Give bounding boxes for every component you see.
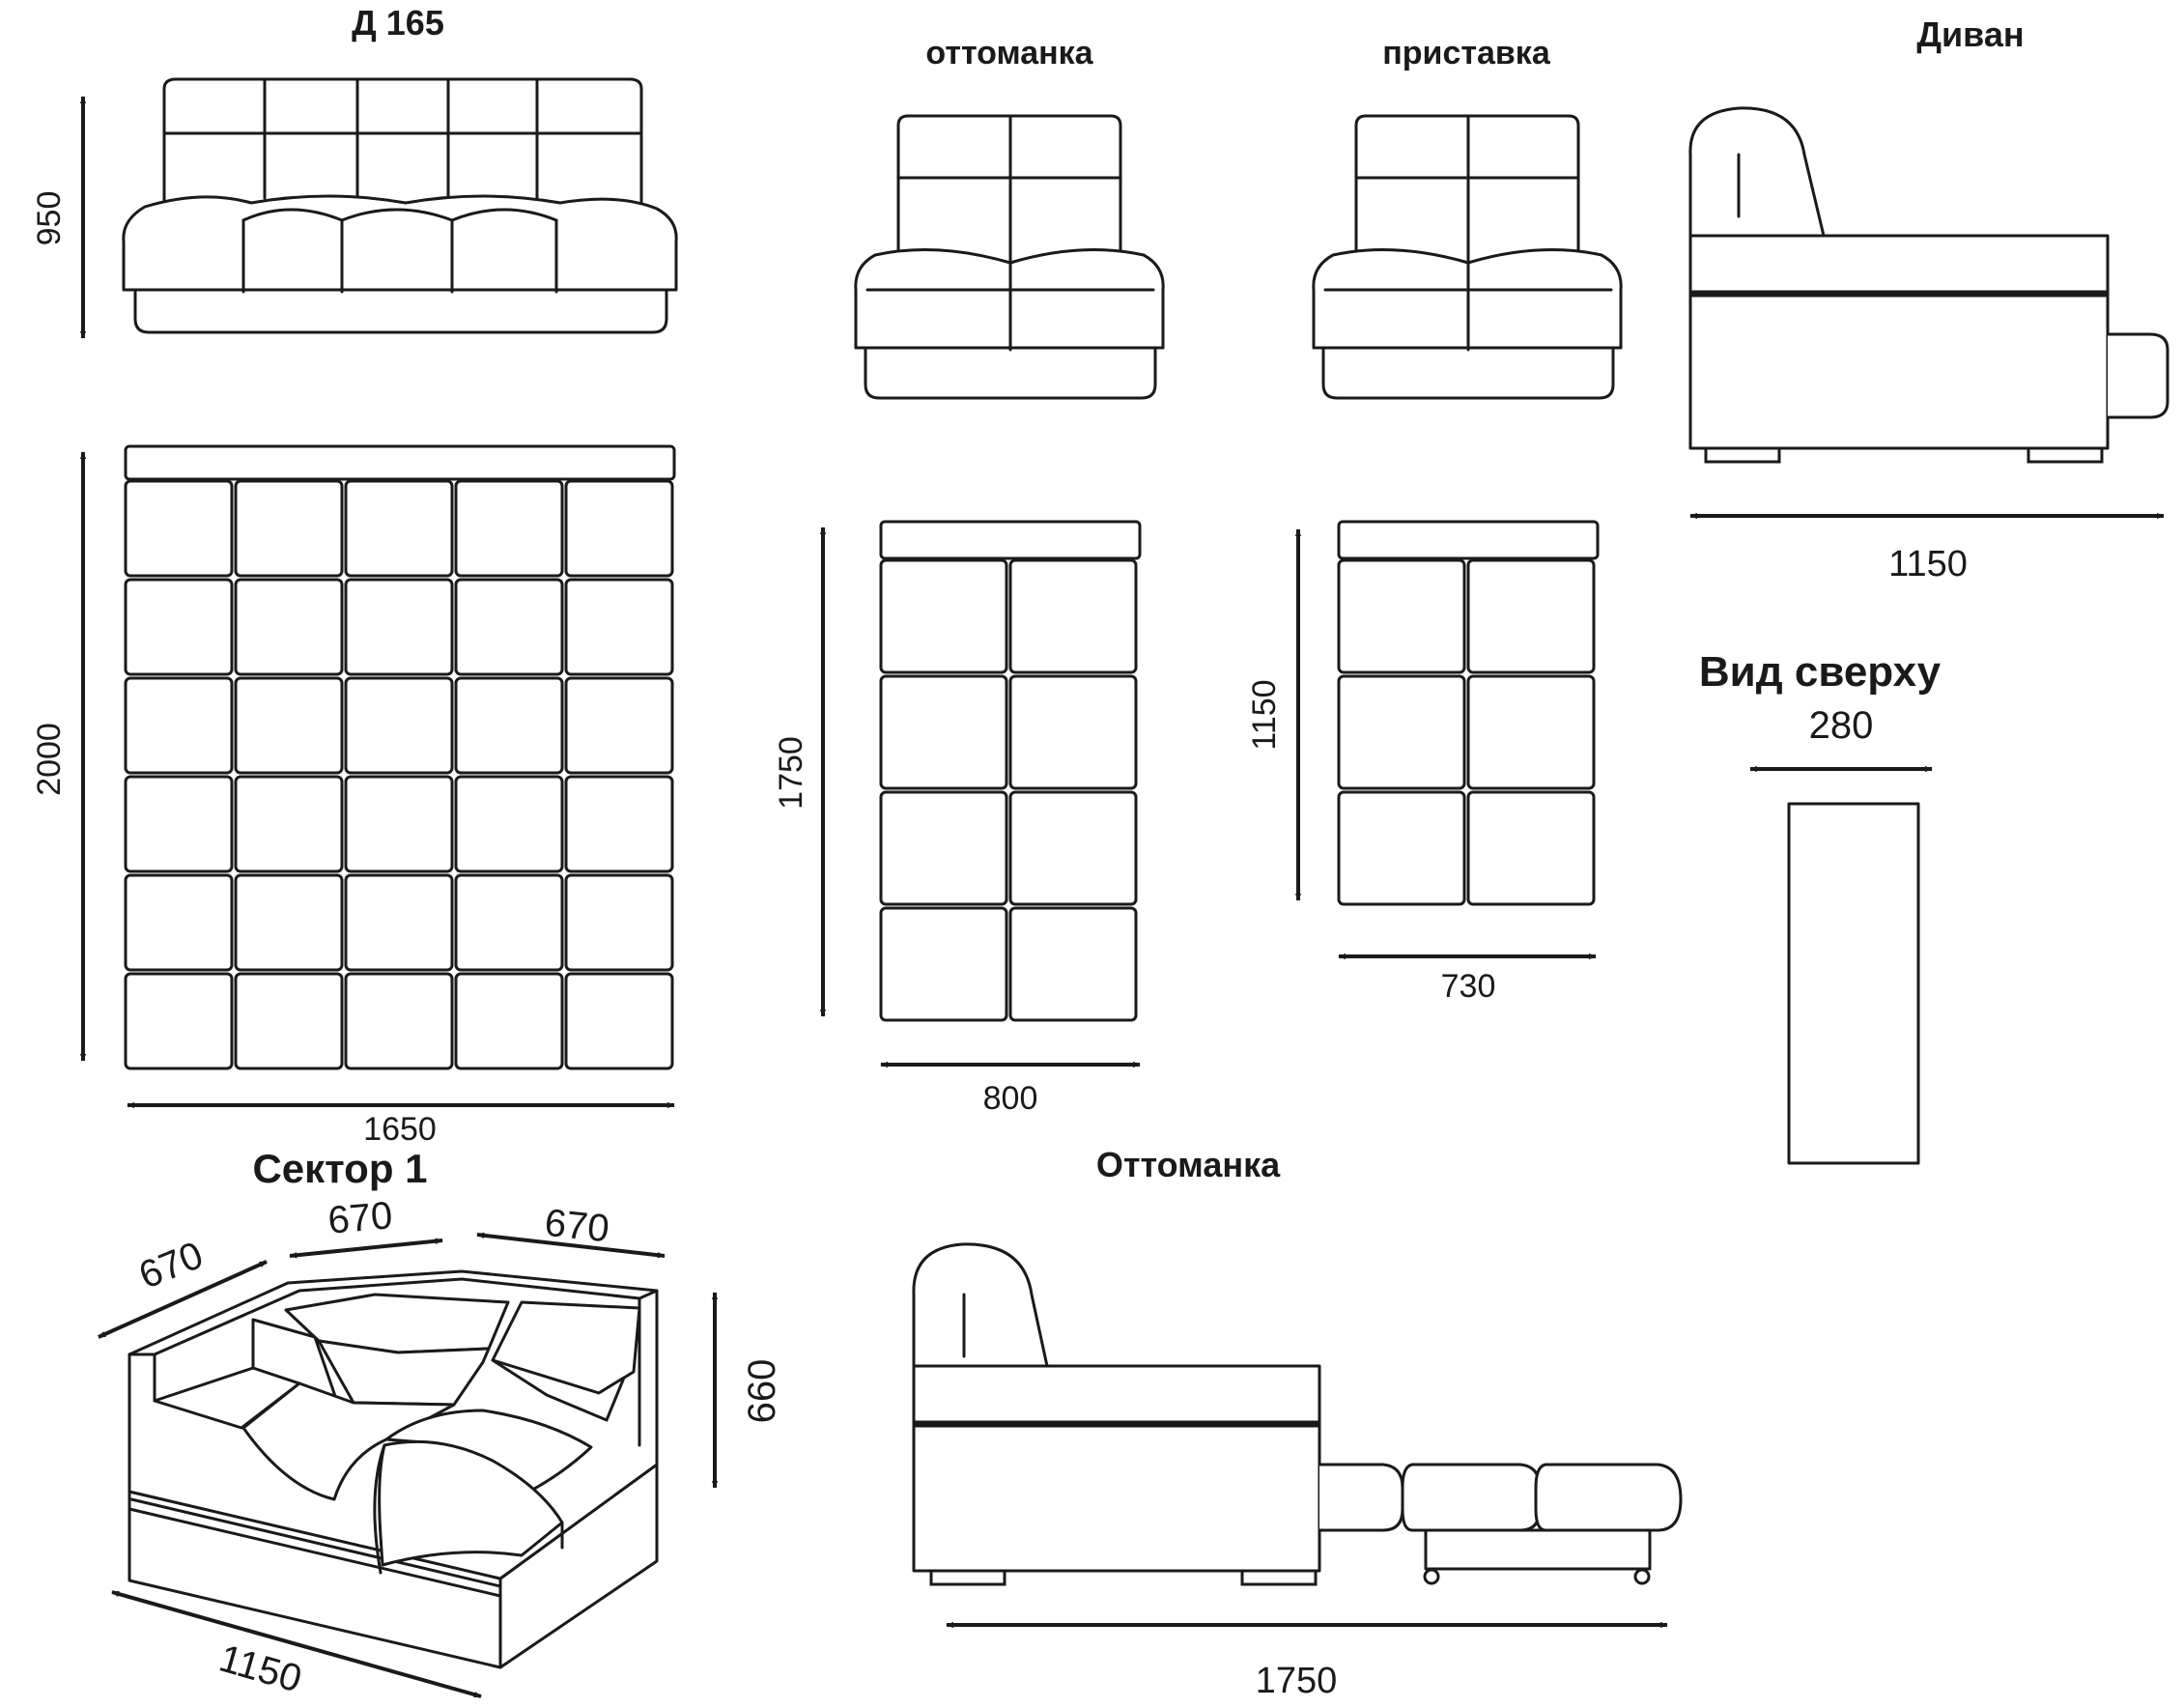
d165-cushion-cell xyxy=(454,578,564,676)
d165-cushion-cell xyxy=(234,873,344,972)
d165-cushion-cell xyxy=(454,972,564,1070)
sektor-label-d: 1150 xyxy=(214,1637,306,1701)
d165-cushion-cell xyxy=(124,972,234,1070)
pristavka-cushion-cell xyxy=(1337,674,1466,790)
d165-cushion-cell xyxy=(234,972,344,1070)
d165-width-label: 1650 xyxy=(363,1111,437,1148)
d165-cushion-cell xyxy=(234,578,344,676)
pristavka-top-view xyxy=(1337,520,1600,906)
d165-cushion-cell xyxy=(234,676,344,775)
pristavka-cushion-cell xyxy=(1337,790,1466,906)
d165-cushion-cell xyxy=(564,479,674,578)
ottomanka-side-view xyxy=(912,1242,1683,1586)
pristavka-cushion-cell xyxy=(1466,790,1596,906)
d165-cushion-cell xyxy=(124,873,234,972)
pristavka-cushion-cell xyxy=(1466,674,1596,790)
d165-cushion-cell xyxy=(344,972,454,1070)
d165-cushion-cell xyxy=(344,676,454,775)
d165-title: Д 165 xyxy=(352,3,444,43)
divan-side-label: 1150 xyxy=(1888,544,1968,584)
d165-cushion-cell xyxy=(124,479,234,578)
d165-cushion-cell xyxy=(564,775,674,873)
ottomanka-cushion-cell xyxy=(879,558,1008,674)
ottomanka-big-title: Оттоманка xyxy=(1096,1145,1281,1184)
top-view-armrest xyxy=(1787,802,1920,1165)
d165-cushion-cell xyxy=(344,578,454,676)
ottomanka-top-view xyxy=(879,520,1142,1022)
ottomanka-front-view xyxy=(854,114,1165,400)
ottomanka-side-label: 1750 xyxy=(1256,1661,1338,1701)
pristavka-title: приставка xyxy=(1382,35,1551,71)
divan-title: Диван xyxy=(1916,14,2024,54)
ottomanka-cushion-cell xyxy=(879,790,1008,906)
pristavka-depth-label: 1150 xyxy=(1246,679,1283,750)
ottomanka-cushion-cell xyxy=(1008,558,1138,674)
d165-top-view xyxy=(124,444,676,1070)
ottomanka-cushion-cell xyxy=(879,674,1008,790)
ottomanka-depth-label: 1750 xyxy=(773,736,809,810)
d165-cushion-cell xyxy=(344,775,454,873)
sektor-dimension-b xyxy=(289,1238,443,1259)
ottomanka-cushion-cell xyxy=(1008,906,1138,1022)
d165-cushion-cell xyxy=(564,578,674,676)
pristavka-width-label: 730 xyxy=(1441,968,1496,1005)
sektor-title: Сектор 1 xyxy=(252,1146,427,1191)
sektor-label-h: 660 xyxy=(741,1359,783,1424)
sektor-label-a: 670 xyxy=(133,1234,209,1297)
ottomanka-cushion-cell xyxy=(879,906,1008,1022)
pristavka-cushion-cell xyxy=(1466,558,1596,674)
d165-cushion-cell xyxy=(124,676,234,775)
pristavka-cushion-cell xyxy=(1337,558,1466,674)
d165-height-label: 950 xyxy=(31,191,68,246)
ottomanka-width-label: 800 xyxy=(983,1080,1038,1117)
d165-cushion-cell xyxy=(454,873,564,972)
ottomanka-cushion-cell xyxy=(1008,790,1138,906)
d165-cushion-cell xyxy=(454,676,564,775)
top-view-label: 280 xyxy=(1809,704,1874,747)
d165-cushion-cell xyxy=(564,972,674,1070)
sektor-dimension-c xyxy=(476,1232,666,1259)
d165-cushion-cell xyxy=(234,775,344,873)
top-view-title: Вид сверху xyxy=(1699,648,1942,696)
d165-cushion-cell xyxy=(454,479,564,578)
d165-cushion-cell xyxy=(344,479,454,578)
d165-cushion-cell xyxy=(564,873,674,972)
sektor-label-c: 670 xyxy=(543,1202,611,1251)
d165-cushion-cell xyxy=(124,578,234,676)
d165-front-view xyxy=(122,77,678,334)
sektor-label-b: 670 xyxy=(326,1194,394,1242)
d165-cushion-cell xyxy=(124,775,234,873)
divan-side-view xyxy=(1688,106,2169,464)
d165-cushion-cell xyxy=(234,479,344,578)
d165-cushion-cell xyxy=(454,775,564,873)
d165-cushion-cell xyxy=(564,676,674,775)
d165-depth-label: 2000 xyxy=(31,723,68,796)
sektor-depth-dimension xyxy=(111,1590,482,1698)
sektor-corner-view xyxy=(128,1269,659,1669)
d165-cushion-cell xyxy=(344,873,454,972)
ottomanka-cushion-cell xyxy=(1008,674,1138,790)
sektor-dimension-a xyxy=(98,1260,268,1339)
ottomanka-small-title: оттоманка xyxy=(925,35,1093,71)
pristavka-front-view xyxy=(1312,114,1623,400)
